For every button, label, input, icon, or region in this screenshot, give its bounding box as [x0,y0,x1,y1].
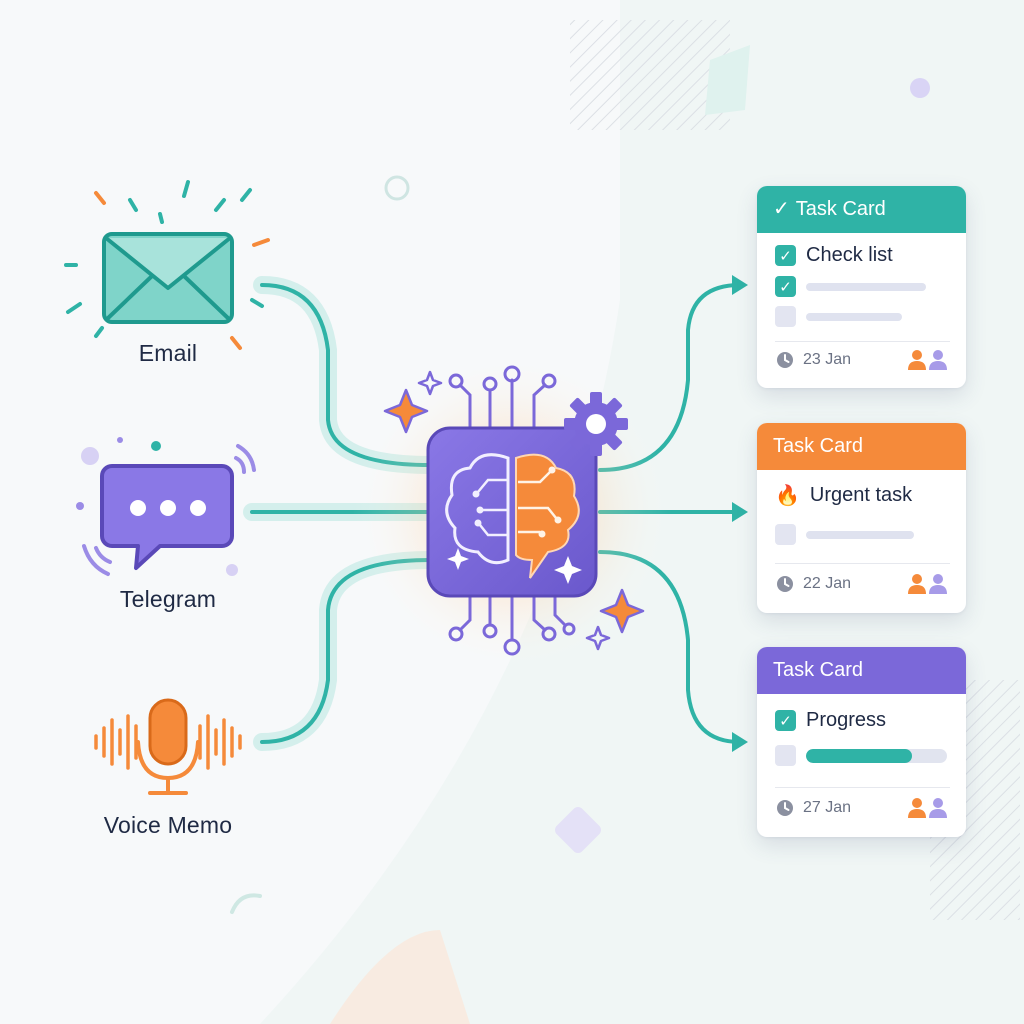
clock-icon [777,800,793,816]
placeholder-line [806,312,902,321]
circuit-traces [448,365,576,656]
chat-bubble-icon [100,464,234,570]
task-card-checklist[interactable]: ✓ Task Card ✓ Check list ✓ 23 Jan [757,186,966,388]
card-footer: 22 Jan [775,573,950,595]
checkbox-unchecked-icon[interactable] [775,745,796,766]
checklist-item[interactable]: ✓ Check list [775,244,950,267]
card-date: 27 Jan [803,799,852,816]
progress-bar-fill [806,748,912,763]
card-header: Task Card [757,647,966,694]
microphone-icon [136,698,200,795]
checklist-item[interactable]: ✓ Progress [775,709,950,732]
divider [775,787,950,788]
item-text: Urgent task [809,484,913,506]
envelope-icon [102,232,234,324]
clock-icon [777,352,793,368]
placeholder-line [806,282,926,291]
checkbox-unchecked-icon[interactable] [775,306,796,327]
assignees-icon [906,349,950,371]
progress-item[interactable] [775,745,950,766]
progress-bar [806,748,947,763]
checklist-item[interactable] [775,306,950,327]
urgent-item[interactable]: 🔥 Urgent task [775,483,950,508]
source-label-telegram: Telegram [119,586,217,612]
arrowheads [732,275,748,752]
divider [775,563,950,564]
decor-dot-icon [910,78,930,98]
assignees-icon [906,573,950,595]
source-label-voice-memo: Voice Memo [103,812,233,838]
card-title: Task Card [773,435,864,457]
card-title: Task Card [795,198,886,220]
card-date: 22 Jan [803,575,852,592]
clock-icon [777,576,793,592]
item-text: Progress [806,709,887,731]
sparkle-icons [383,388,645,634]
checkbox-checked-icon[interactable]: ✓ [775,710,796,731]
placeholder-line [806,530,914,539]
email-burst-lines [64,180,270,350]
checklist-item[interactable]: ✓ [775,276,950,297]
source-label-email: Email [138,340,198,366]
gear-icon [564,392,628,456]
flame-icon: 🔥 [775,485,800,507]
card-title: Task Card [773,659,864,681]
task-card-progress[interactable]: Task Card ✓ Progress 27 Jan [757,647,966,837]
task-card-urgent[interactable]: Task Card 🔥 Urgent task 22 Jan [757,423,966,613]
ai-brain-chip-icon [396,400,598,598]
card-header: ✓ Task Card [757,186,966,233]
card-header: Task Card [757,423,966,470]
check-icon: ✓ [773,198,790,220]
card-footer: 23 Jan [775,349,950,371]
checkbox-unchecked-icon[interactable] [775,524,796,545]
card-date: 23 Jan [803,351,852,368]
checkbox-checked-icon[interactable]: ✓ [775,245,796,266]
item-text: Check list [806,244,893,266]
assignees-icon [906,797,950,819]
checklist-item[interactable] [775,524,950,545]
checkbox-checked-icon[interactable]: ✓ [775,276,796,297]
card-footer: 27 Jan [775,797,950,819]
signal-waves-icon [82,444,256,576]
decor-ring-icon [384,175,410,201]
sound-wave-icon [94,714,242,770]
divider [775,341,950,342]
